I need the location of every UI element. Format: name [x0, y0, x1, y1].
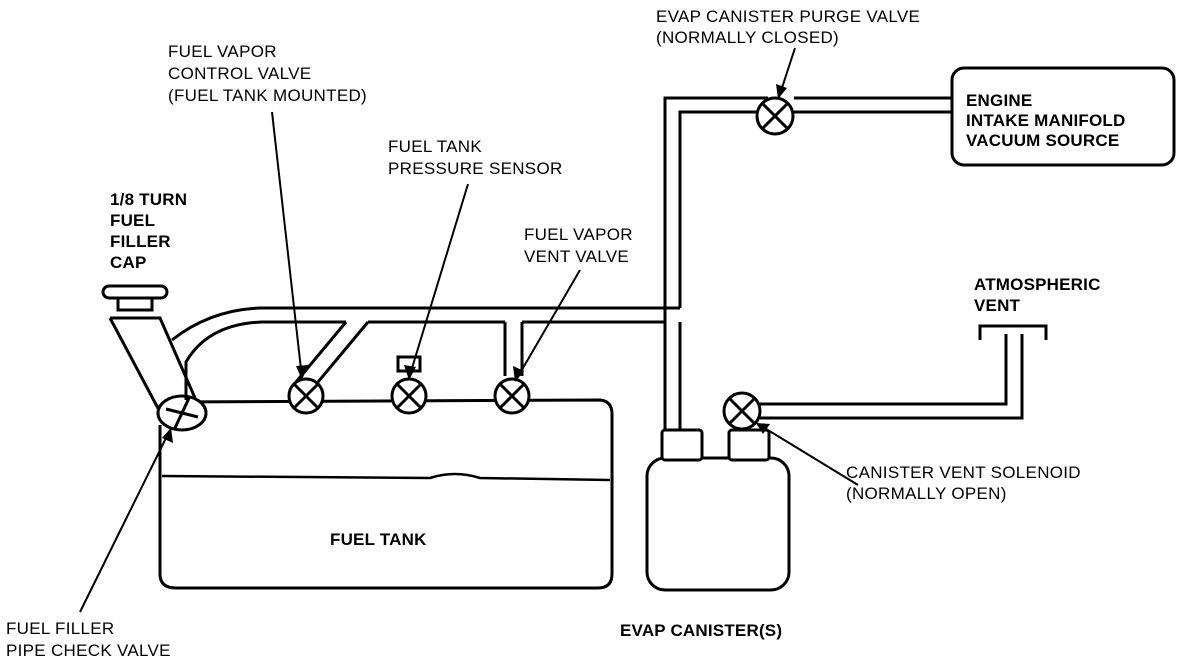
fuel-tank-label: FUEL TANK [330, 530, 427, 549]
pressure-sensor [390, 355, 428, 415]
canister-vent-solenoid-label: CANISTER VENT SOLENOID (NORMALLY OPEN) [846, 463, 1086, 503]
purge-valve-label: EVAP CANISTER PURGE VALVE (NORMALLY CLOS… [656, 7, 925, 47]
vapor-control-valve [287, 377, 325, 415]
atmospheric-vent-cap [978, 324, 1048, 340]
leader-lines [79, 47, 859, 613]
vent-valve [493, 377, 531, 415]
vapor-control-valve-label: FUEL VAPOR CONTROL VALVE (FUEL TANK MOUN… [168, 42, 367, 105]
filler-check-valve-label: FUEL FILLER PIPE CHECK VALVE [6, 619, 171, 660]
filler-check-valve [156, 394, 208, 432]
evap-canister [645, 428, 791, 592]
canister-vent-solenoid [722, 391, 762, 431]
engine-vacuum-box [950, 66, 1176, 167]
vent-valve-label: FUEL VAPOR VENT VALVE [524, 225, 638, 266]
evap-canister-label: EVAP CANISTER(S) [620, 621, 782, 640]
filler-cap-label: 1/8 TURN FUEL FILLER CAP [110, 190, 192, 272]
engine-vacuum-label: ENGINE INTAKE MANIFOLD VACUUM SOURCE [966, 91, 1130, 150]
purge-valve [755, 96, 795, 136]
fuel-filler-pipe [108, 316, 197, 413]
atmospheric-vent-label: ATMOSPHERIC VENT [974, 275, 1106, 315]
fuel-tank [158, 398, 614, 590]
leader-arrowheads [162, 84, 787, 443]
vapor-lines [171, 96, 1024, 430]
pressure-sensor-label: FUEL TANK PRESSURE SENSOR [388, 137, 563, 178]
fuel-filler-cap [101, 284, 169, 312]
